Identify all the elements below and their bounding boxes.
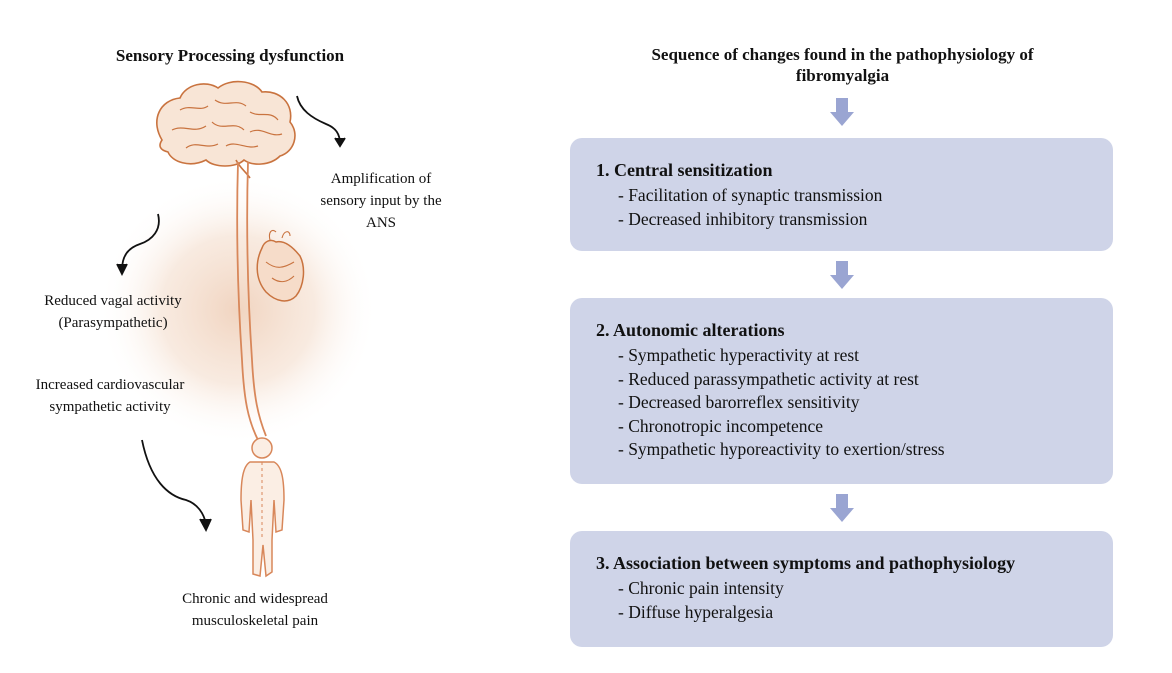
box-autonomic-alterations: 2. Autonomic alterations - Sympathetic h… [570,298,1113,484]
box-title: 2. Autonomic alterations [596,320,785,340]
box-item: - Sympathetic hyporeactivity to exertion… [618,439,945,459]
amplification-label: Amplification of sensory input by the AN… [320,171,442,231]
box-item: - Decreased inhibitory transmission [618,208,868,229]
down-arrow-icon [830,261,854,289]
left-title: Sensory Processing dysfunction [115,46,345,65]
down-arrow-icon [830,98,854,126]
box-item: - Facilitation of synaptic transmission [618,185,883,205]
pain-label: Chronic and widespread musculoskeletal p… [182,591,328,629]
box-item: - Diffuse hyperalgesia [618,601,774,622]
box-item: - Decreased barorreflex sensitivity [618,392,860,412]
vagal-label: Reduced vagal activity (Parasympathetic) [44,293,182,331]
box-item: - Chronotropic incompetence [618,415,824,436]
heart-icon [256,229,305,302]
box-item: - Reduced parassympathetic activity at r… [618,368,919,389]
nervous-system-illustration [98,80,378,578]
box-title: 3. Association between symptoms and path… [596,553,1016,573]
cardio-label: Increased cardiovascular sympathetic act… [35,377,185,415]
box-symptoms-association: 3. Association between symptoms and path… [570,531,1113,647]
brain-icon [156,80,296,179]
curved-arrow-icon [116,95,346,533]
human-body-icon [240,437,285,578]
box-item: - Chronic pain intensity [618,578,784,598]
right-title: Sequence of changes found in the pathoph… [651,45,1034,85]
box-title: 1. Central sensitization [596,160,773,180]
glow-background [98,175,378,445]
box-central-sensitization: 1. Central sensitization - Facilitation … [570,138,1113,251]
spinal-cord [236,161,267,441]
down-arrow-icon [830,494,854,522]
box-item: - Sympathetic hyperactivity at rest [618,345,860,365]
